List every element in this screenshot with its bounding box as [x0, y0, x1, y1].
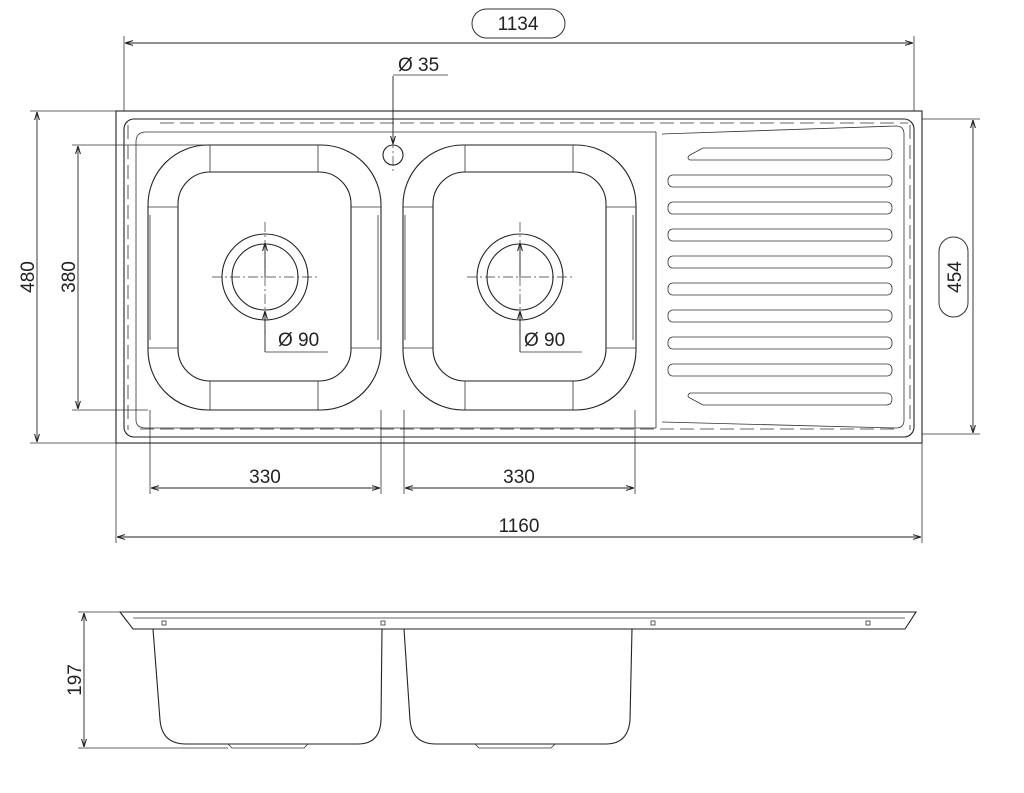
dim-bowl-depth: 380	[59, 144, 208, 411]
dim-left-bowl-width: 330	[149, 410, 382, 494]
dim-380-label: 380	[59, 261, 80, 293]
dim-inner-width: 1134	[123, 8, 915, 111]
dim-330-right-label: 330	[503, 467, 535, 488]
sink-inner-rim	[123, 118, 915, 438]
dim-197-label: 197	[65, 664, 86, 696]
side-profile-rim	[118, 611, 918, 630]
dim-454-label: 454	[945, 261, 966, 293]
dim-height: 197	[65, 611, 228, 749]
dim-330-left-label: 330	[249, 467, 281, 488]
dim-right-bowl-width: 330	[403, 410, 636, 494]
dim-1134-label: 1134	[498, 14, 539, 35]
sink-outer-rim	[115, 110, 923, 444]
dim-left-drain-label: Ø 90	[278, 330, 319, 351]
side-view: 197	[65, 611, 918, 749]
side-left-bowl	[152, 628, 383, 745]
dim-right-drain-label: Ø 90	[524, 330, 565, 351]
right-bowl	[402, 144, 637, 411]
dim-overall-width: 1160	[115, 443, 923, 543]
drainer-grooves	[667, 147, 893, 406]
dim-inner-depth: 454	[922, 118, 980, 435]
dim-1160-label: 1160	[499, 516, 540, 537]
dim-tap-hole: Ø 35	[393, 55, 448, 144]
dim-overall-depth: 480	[18, 110, 116, 444]
top-view: 1134 Ø 35 480 380 454	[18, 8, 980, 543]
dim-left-drain: Ø 90	[265, 243, 328, 353]
dim-tap-hole-label: Ø 35	[398, 55, 439, 76]
left-bowl	[147, 144, 382, 411]
dim-right-drain: Ø 90	[520, 243, 582, 353]
side-right-bowl	[403, 628, 633, 745]
dim-480-label: 480	[18, 261, 39, 293]
